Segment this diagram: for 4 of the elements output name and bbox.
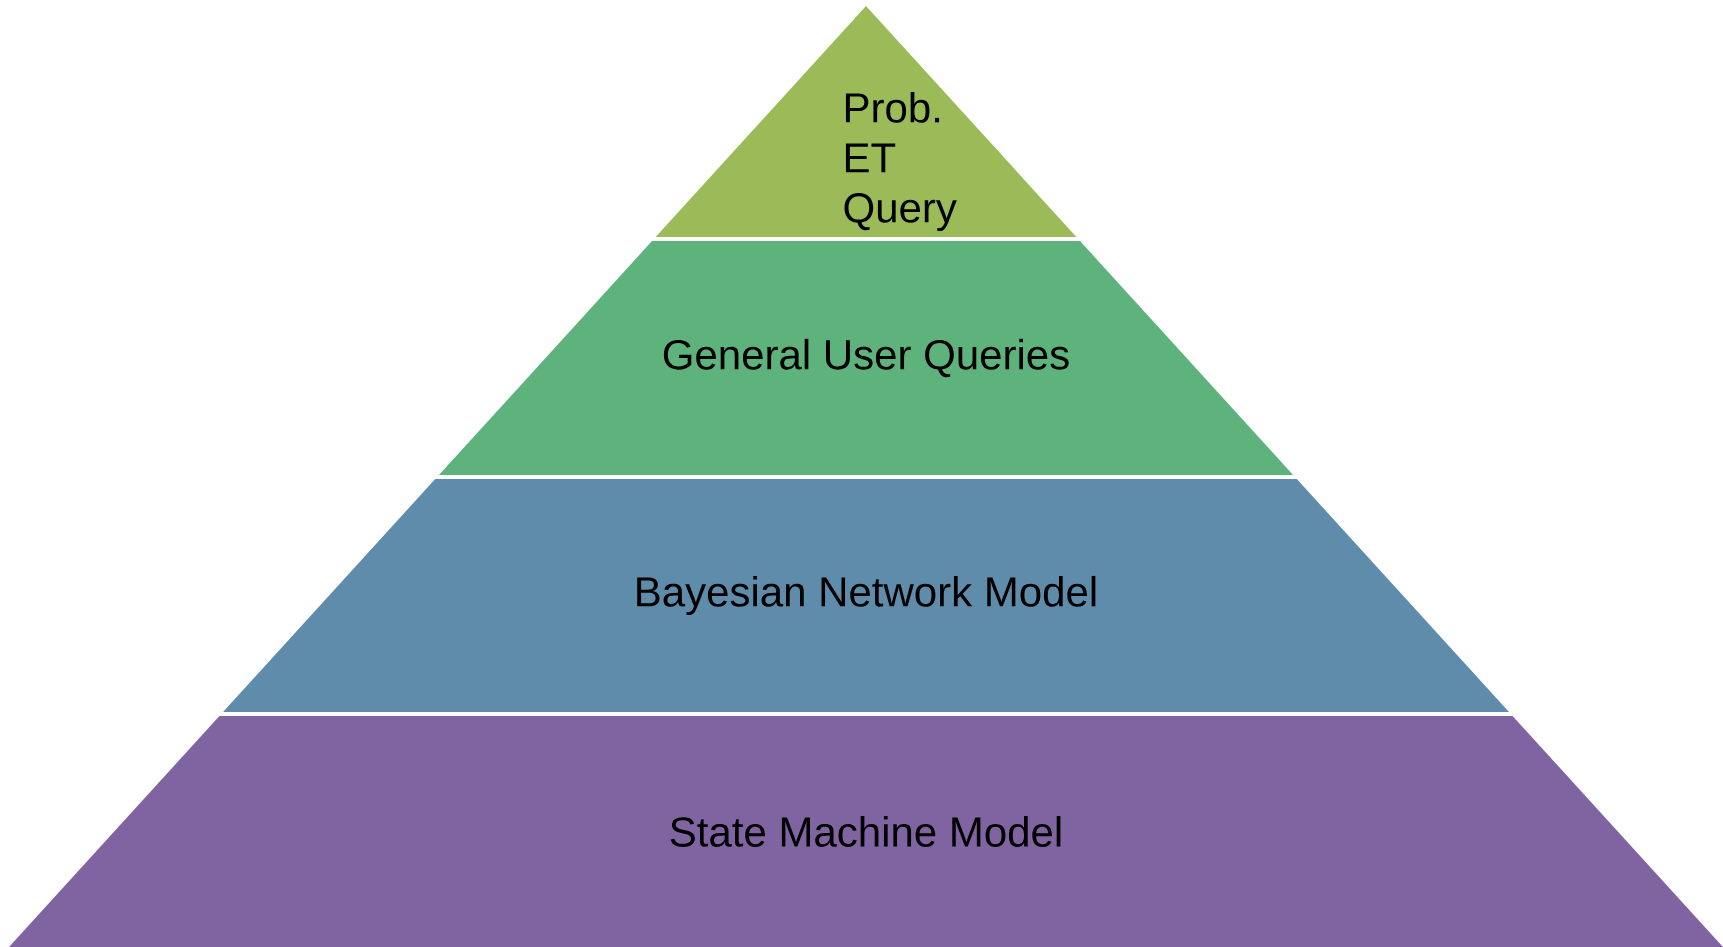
pyramid-layer: Prob. ET Query	[655, 6, 1077, 237]
pyramid-layer: State Machine Model	[9, 716, 1723, 947]
pyramid-layer: General User Queries	[438, 241, 1294, 475]
pyramid-layer: Bayesian Network Model	[223, 479, 1509, 712]
